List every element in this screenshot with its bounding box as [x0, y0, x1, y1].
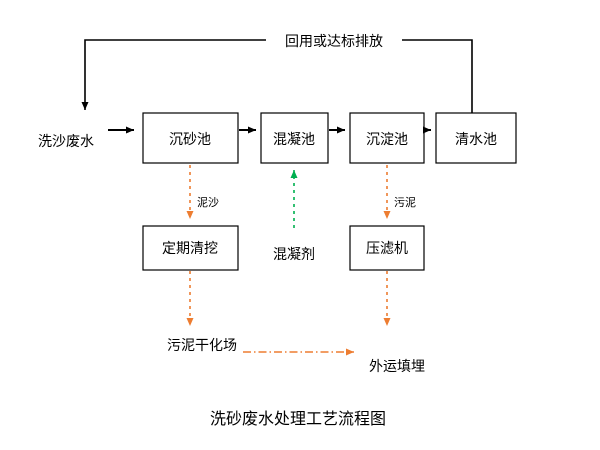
clear-water-tank-label: 清水池	[455, 131, 497, 147]
periodic-dredging-box	[142, 225, 239, 271]
reuse-label-background	[266, 30, 402, 50]
sedimentation-tank-label: 沉淀池	[366, 131, 408, 147]
reuse-discharge-label: 回用或达标排放	[285, 33, 383, 49]
filter-press-box	[349, 225, 425, 271]
input-wastewater-label: 洗沙废水	[38, 133, 94, 149]
sedimentation-tank-box	[349, 112, 425, 164]
filter-press-label: 压滤机	[366, 240, 408, 256]
sediment-label: 泥沙	[197, 196, 219, 209]
diagram-title: 洗砂废水处理工艺流程图	[210, 410, 386, 428]
reuse-feedback-line	[81, 39, 473, 113]
coagulation-tank-box	[260, 112, 329, 164]
grit-tank-label: 沉砂池	[169, 131, 211, 147]
grit-tank-box	[142, 112, 239, 164]
periodic-dredging-label: 定期清挖	[162, 240, 218, 256]
clear-water-tank-box	[435, 112, 517, 164]
coagulation-tank-label: 混凝池	[273, 131, 315, 147]
sludge-drying-field-label: 污泥干化场	[167, 337, 237, 353]
offsite-landfill-label: 外运填埋	[369, 358, 425, 374]
sludge-label: 污泥	[394, 196, 416, 209]
coagulant-label: 混凝剂	[273, 246, 315, 262]
